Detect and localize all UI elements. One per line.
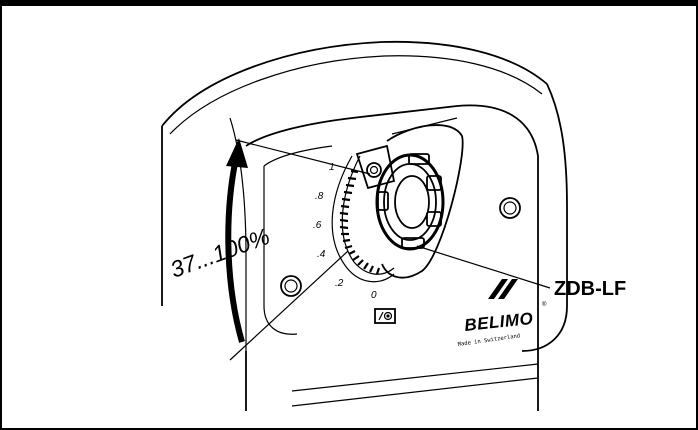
registered-mark: ®	[542, 301, 547, 308]
shaft-clamp	[375, 117, 464, 279]
scale-tick-label: .2	[335, 278, 344, 289]
stroke-limiter-bracket	[355, 144, 396, 190]
mounting-screw-left	[280, 275, 302, 297]
scale-tick-label: .8	[315, 191, 324, 202]
made-in-label: Made in Switzerland	[457, 333, 520, 348]
range-leader-top	[235, 139, 371, 175]
range-arrow-icon	[225, 138, 248, 343]
scale-tick-label: .4	[317, 249, 326, 260]
range-label: 37...100%	[167, 223, 273, 283]
callout-leader	[416, 245, 551, 289]
brand-name: BELIMO	[463, 309, 534, 335]
mounting-screw-right	[499, 197, 521, 219]
scale-tick-label: 1	[329, 162, 335, 173]
scale-dial	[331, 155, 395, 283]
callout-label: ZDB-LF	[554, 278, 626, 300]
manual-override-icon	[374, 308, 396, 324]
actuator-housing	[161, 40, 568, 411]
belimo-logo-icon	[488, 279, 518, 299]
actuator-illustration: 1 .8 .6 .4 .2 0 BELIMO ® Made in Switzer…	[161, 40, 626, 411]
scale-tick-label: .6	[313, 220, 322, 231]
range-leader-bottom	[229, 250, 349, 361]
scale-tick-label: 0	[371, 290, 377, 301]
